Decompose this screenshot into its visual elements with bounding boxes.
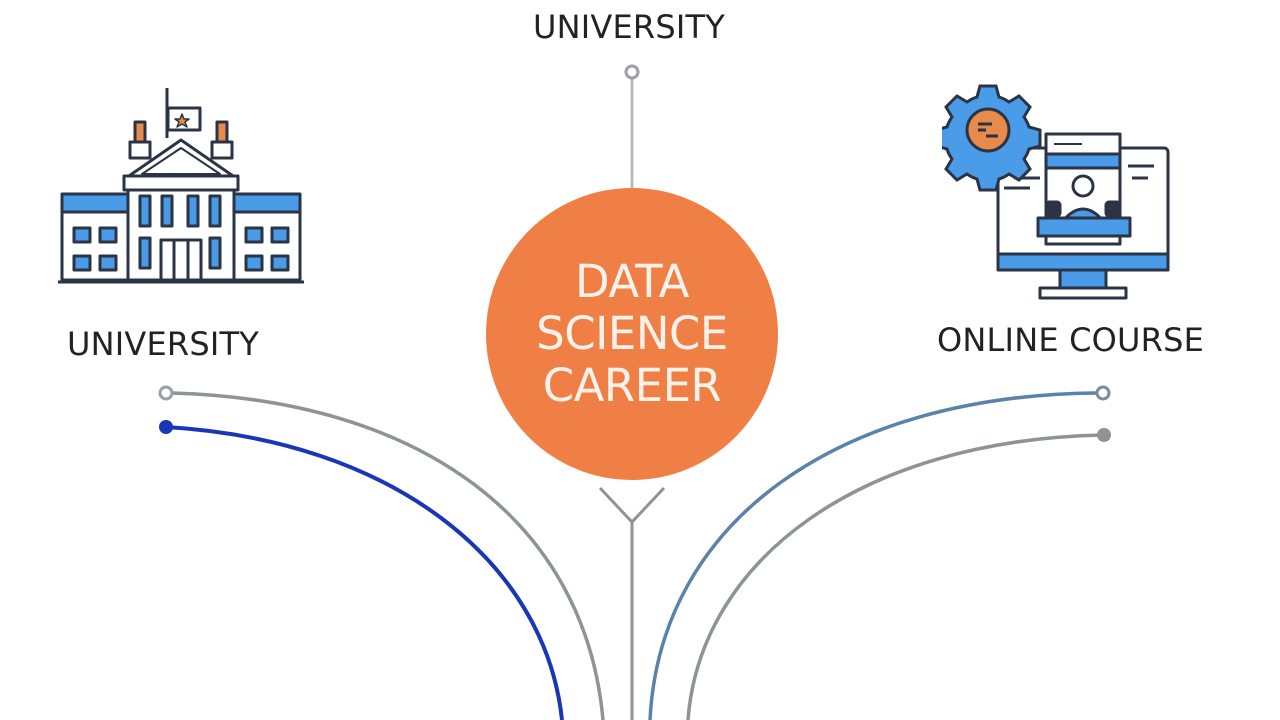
right-steel-node <box>1095 385 1111 401</box>
center-line-2: SCIENCE <box>536 307 728 360</box>
left-gray-curve <box>171 391 605 720</box>
bottom-fork-line <box>598 486 666 525</box>
right-gray-node <box>1097 428 1111 442</box>
top-connector-node <box>624 64 640 80</box>
left-university-label: UNIVERSITY <box>67 325 259 363</box>
data-science-career-circle: DATA SCIENCE CAREER <box>486 188 778 480</box>
online-course-label: ONLINE COURSE <box>937 321 1205 359</box>
university-building-icon <box>56 80 306 290</box>
center-line-3: CAREER <box>542 359 722 412</box>
top-university-label: UNIVERSITY <box>533 8 725 46</box>
right-gray-curve <box>686 433 1104 720</box>
online-course-monitor-icon <box>934 82 1178 306</box>
center-line-1: DATA <box>575 255 689 308</box>
left-gray-node <box>158 385 174 401</box>
left-blue-curve <box>165 425 564 720</box>
right-steel-curve <box>648 391 1098 720</box>
left-blue-node <box>159 420 173 434</box>
